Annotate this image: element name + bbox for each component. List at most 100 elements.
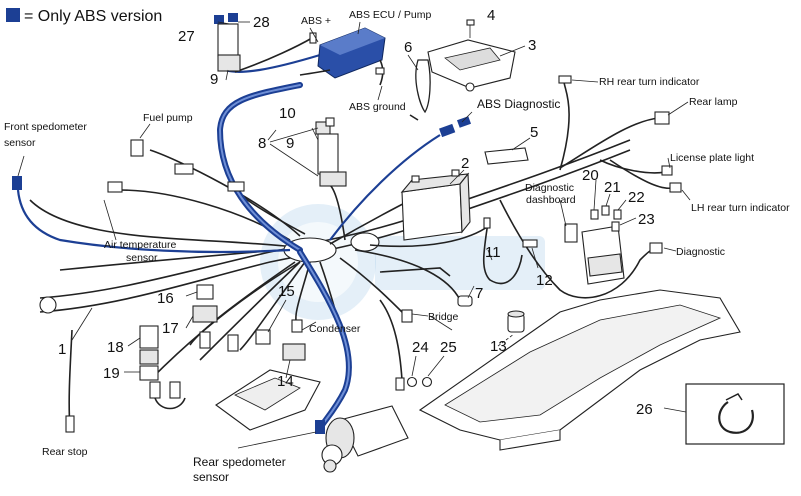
- abs-harness: [12, 53, 472, 434]
- callout-8: 8: [258, 135, 266, 152]
- part-15: [255, 329, 271, 345]
- abs-diagnostic-connector-a: [439, 123, 456, 138]
- callout-2: 2: [461, 155, 469, 172]
- label-front-spedometer-sensor-line1: Front spedometer: [4, 121, 87, 133]
- part-19: [139, 365, 159, 381]
- rear-stop-connector: [65, 415, 75, 433]
- callout-9-top: 9: [210, 71, 218, 88]
- callout-1: 1: [58, 341, 66, 358]
- label-license-plate-light: License plate light: [670, 152, 754, 164]
- part-21: [601, 205, 610, 216]
- callout-17: 17: [162, 320, 179, 337]
- legend: = Only ABS version: [6, 8, 162, 25]
- license-plate-light-connector: [661, 165, 673, 176]
- label-rear-spedometer-sensor-line2: sensor: [193, 470, 229, 484]
- fuel-pump-plug: [174, 163, 194, 175]
- part-9-top: [217, 54, 241, 72]
- callout-15: 15: [278, 283, 295, 300]
- callout-6: 6: [404, 39, 412, 56]
- part-27: [214, 15, 224, 24]
- callout-23: 23: [638, 211, 655, 228]
- abs-relays: [214, 13, 241, 72]
- callout-9-center: 9: [286, 135, 294, 152]
- leader-lines: [17, 21, 691, 449]
- air-temperature-sensor-connector: [107, 181, 123, 193]
- callout-25: 25: [440, 339, 457, 356]
- fuse-box: [581, 205, 625, 285]
- label-diagnostic-dashboard-line2: dashboard: [526, 194, 576, 206]
- part-2-battery: [400, 169, 471, 241]
- part-16: [196, 284, 214, 300]
- callout-13: 13: [490, 338, 507, 355]
- part-14-bracket: [215, 369, 321, 431]
- diagnostic-connector: [649, 242, 663, 254]
- part-6: [415, 59, 431, 114]
- callout-4: 4: [487, 7, 495, 24]
- front-spedometer-sensor-connector: [12, 176, 22, 190]
- label-abs-ecu-pump: ABS ECU / Pump: [349, 9, 431, 21]
- callout-10: 10: [279, 105, 296, 122]
- label-rear-stop: Rear stop: [42, 446, 88, 458]
- fuel-pump-connector: [130, 139, 144, 157]
- callout-5: 5: [530, 124, 538, 141]
- part-7: [457, 295, 473, 307]
- callout-21: 21: [604, 179, 621, 196]
- label-air-temperature-sensor-line2: sensor: [126, 252, 158, 264]
- part-14-relay: [282, 343, 306, 361]
- part-25: [421, 376, 433, 388]
- part-24: [406, 376, 418, 388]
- diagnostic-dashboard-connector: [564, 223, 578, 243]
- part-28: [228, 13, 238, 22]
- label-condenser: Condenser: [309, 323, 361, 335]
- callout-12: 12: [536, 272, 553, 289]
- label-fuel-pump: Fuel pump: [143, 112, 193, 124]
- label-abs-ground: ABS ground: [349, 101, 406, 113]
- part-18: [139, 349, 159, 365]
- starter-motor: [321, 405, 409, 473]
- label-air-temperature-sensor-line1: Air temperature: [104, 239, 177, 251]
- rear-spedometer-sensor-connector: [315, 420, 325, 434]
- label-diagnostic: Diagnostic: [676, 246, 725, 258]
- part-numbers: 1 2 3 4 5 6 7 8 9 9 10 11 12 13 14 15 16…: [58, 7, 655, 418]
- callout-26: 26: [636, 401, 653, 418]
- callout-24: 24: [412, 339, 429, 356]
- labels: Front spedometer sensor Fuel pump Air te…: [4, 9, 790, 484]
- part-22: [613, 209, 622, 220]
- callout-14: 14: [277, 373, 294, 390]
- label-rh-rear-turn-indicator: RH rear turn indicator: [599, 76, 700, 88]
- part-4: [466, 19, 475, 26]
- label-abs-plus: ABS +: [301, 15, 331, 27]
- callout-7: 7: [475, 285, 483, 302]
- label-bridge: Bridge: [428, 311, 459, 323]
- part-20: [590, 209, 599, 220]
- part-12: [522, 239, 538, 248]
- part-9-center: [317, 133, 339, 175]
- abs-diagnostic-connector-b: [456, 116, 472, 128]
- label-diagnostic-dashboard-line1: Diagnostic: [525, 182, 574, 194]
- legend-text: = Only ABS version: [24, 8, 162, 25]
- part-5: [484, 147, 529, 165]
- callout-20: 20: [582, 167, 599, 184]
- callout-27: 27: [178, 28, 195, 45]
- legend-swatch: [6, 8, 20, 22]
- label-rear-spedometer-sensor-line1: Rear spedometer: [193, 455, 286, 469]
- callout-19: 19: [103, 365, 120, 382]
- label-rear-lamp: Rear lamp: [689, 96, 738, 108]
- lh-rear-turn-indicator-connector: [669, 182, 682, 193]
- abs-ecu-pump: [317, 27, 386, 79]
- part-23: [611, 221, 620, 232]
- callout-18: 18: [107, 339, 124, 356]
- label-front-spedometer-sensor-line2: sensor: [4, 137, 36, 149]
- callout-22: 22: [628, 189, 645, 206]
- label-lh-rear-turn-indicator: LH rear turn indicator: [691, 202, 790, 214]
- part-26: [685, 383, 785, 445]
- callout-28: 28: [253, 14, 270, 31]
- rear-lamp-connector: [654, 111, 670, 125]
- callout-11: 11: [485, 244, 501, 261]
- label-abs-diagnostic: ABS Diagnostic: [477, 97, 560, 111]
- part-13: [507, 310, 525, 333]
- rh-rear-turn-indicator-connector: [558, 75, 572, 84]
- part-11: [483, 217, 491, 229]
